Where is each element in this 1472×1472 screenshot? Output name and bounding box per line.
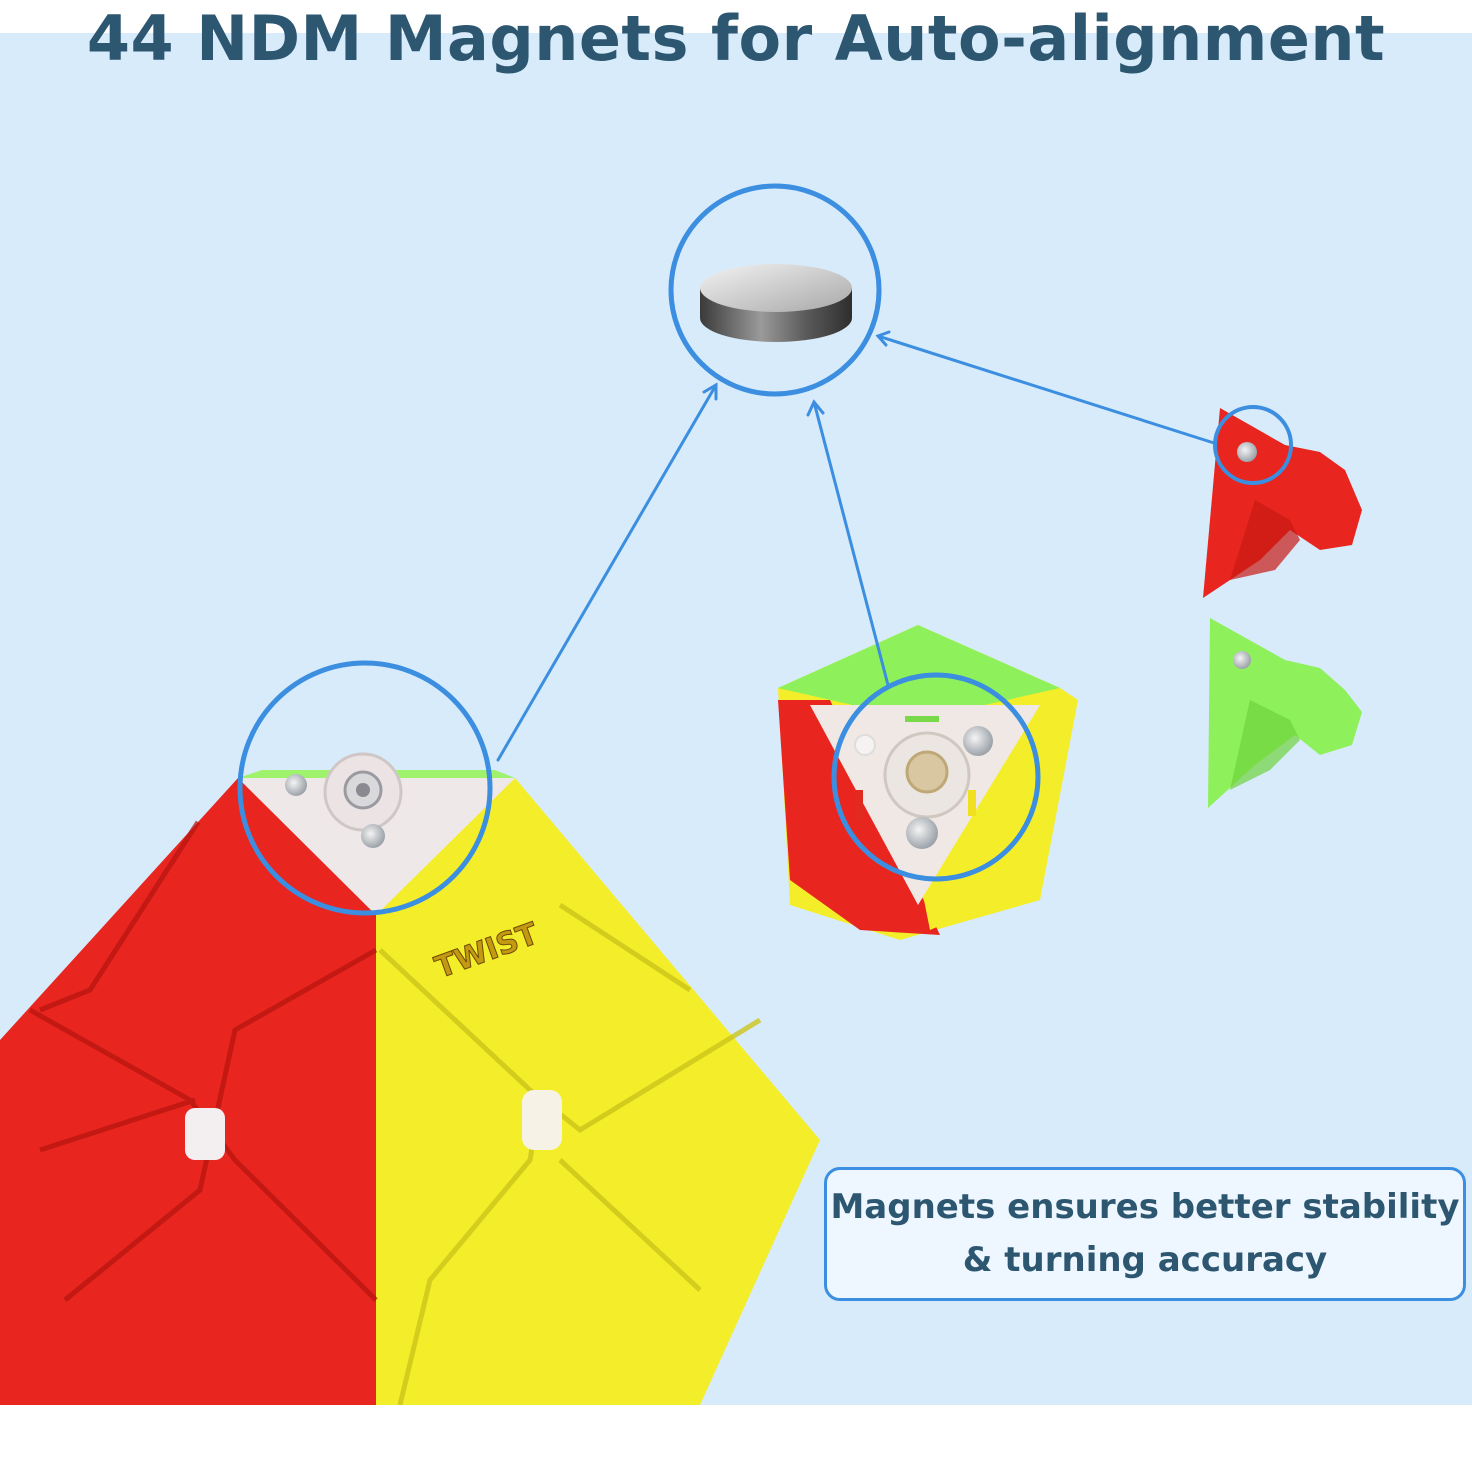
- arrow-line: [496, 383, 718, 762]
- pyraminx-large: TWIST: [0, 752, 820, 1405]
- product-image-canvas: TWIST: [0, 33, 1472, 1405]
- pyraminx-red-face: [0, 778, 376, 1405]
- corner-green-face: [778, 625, 1060, 720]
- illustration: TWIST: [0, 183, 1362, 1405]
- pyraminx-tip-highlight-circle: [237, 660, 493, 916]
- small-magnet-icon: [963, 726, 993, 756]
- magnet-highlight-circle: [668, 183, 882, 397]
- red-edge-piece: [1203, 408, 1362, 598]
- arrow-line: [812, 400, 890, 687]
- pyraminx-center-right: [522, 1090, 562, 1150]
- green-edge-piece: [1208, 618, 1362, 808]
- small-magnet-icon: [361, 824, 385, 848]
- small-magnet-icon: [906, 817, 938, 849]
- pyraminx-center-left: [185, 1108, 225, 1160]
- red-piece-highlight-circle: [1213, 405, 1293, 485]
- info-callout: Magnets ensures better stability & turni…: [824, 1167, 1466, 1301]
- connector-arrows: [496, 330, 1216, 762]
- magnet-icon: [700, 264, 852, 342]
- small-magnet-icon: [1233, 651, 1251, 669]
- pyraminx-yellow-face: [376, 778, 820, 1405]
- small-magnet-icon: [285, 774, 307, 796]
- callout-line-2: & turning accuracy: [962, 1240, 1328, 1280]
- pyraminx-corner-piece: [778, 625, 1078, 940]
- corner-highlight-circle: [831, 672, 1041, 882]
- callout-line-1: Magnets ensures better stability: [830, 1187, 1460, 1228]
- page-title: 44 NDM Magnets for Auto-alignment: [86, 2, 1386, 75]
- arrow-line: [876, 334, 1216, 445]
- small-magnet-icon: [1237, 442, 1257, 462]
